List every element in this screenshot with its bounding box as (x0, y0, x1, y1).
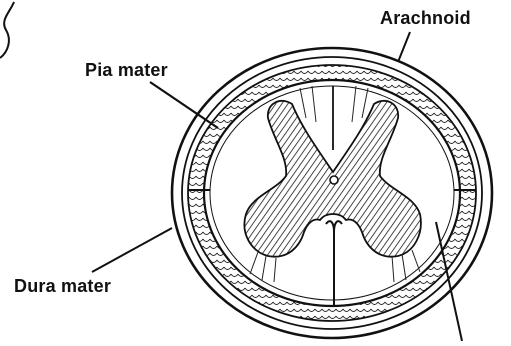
pia-mater-label: Pia mater (85, 60, 168, 81)
pia-mater-leader-line (150, 82, 218, 128)
arachnoid-label: Arachnoid (380, 8, 471, 29)
corner-sketch-line (0, 2, 14, 58)
dura-mater-label: Dura mater (14, 276, 111, 297)
central-canal (330, 176, 338, 184)
arachnoid-leader-line (398, 32, 410, 62)
dura-mater-leader-line (92, 228, 172, 272)
